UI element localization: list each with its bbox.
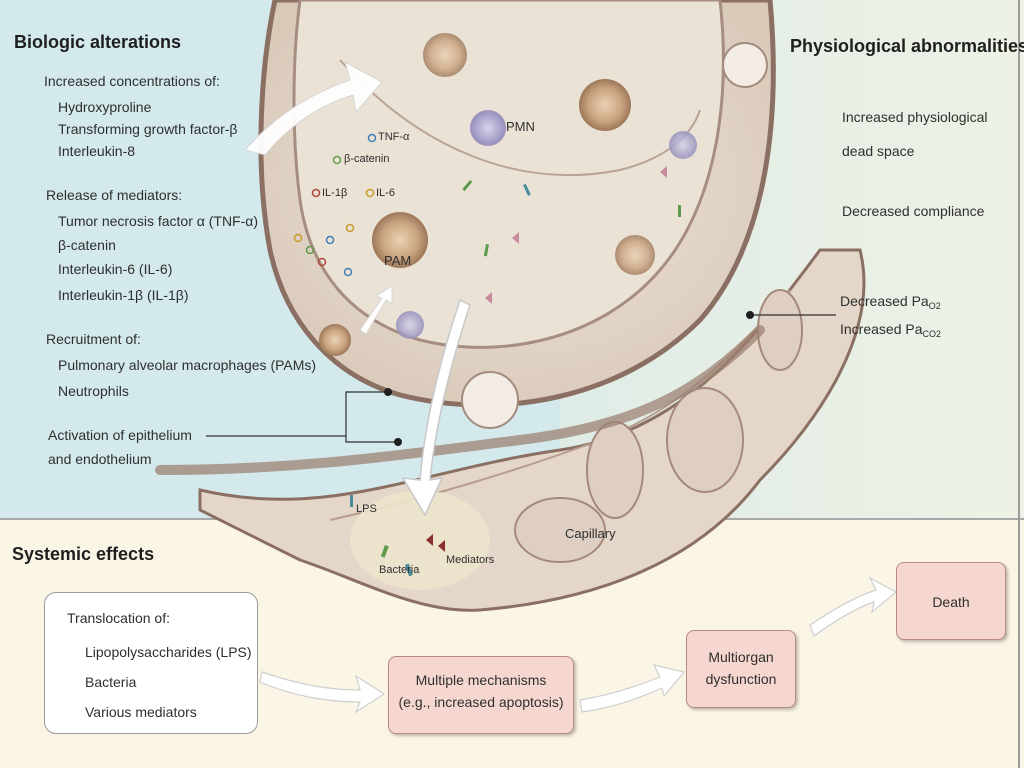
activation-label-line2: and endothelium xyxy=(48,451,152,467)
mediators-heading: Release of mediators: xyxy=(46,187,183,203)
label-pam: PAM xyxy=(384,253,412,268)
decreased-compliance: Decreased compliance xyxy=(842,203,985,219)
systemic-effects-header: Systemic effects xyxy=(12,544,155,564)
biologic-alterations-header: Biologic alterations xyxy=(14,32,182,52)
paco2-prefix: Increased Pa xyxy=(840,321,923,337)
paco2-subnum: 2 xyxy=(936,329,942,339)
physiological-abnormalities-header: Physiological abnormalities xyxy=(790,36,1024,56)
macrophage xyxy=(615,235,655,275)
paco2-sub: CO xyxy=(922,329,937,339)
mediator-particles xyxy=(293,133,681,577)
label-catenin: β-catenin xyxy=(344,153,390,165)
label-il1: IL-1β xyxy=(322,187,348,199)
concentration-item: Transforming growth factor-β xyxy=(58,121,238,137)
pam-arrow xyxy=(359,285,393,335)
translocation-item: Various mediators xyxy=(85,704,197,720)
label-lps: LPS xyxy=(356,503,377,515)
bacteria-pool xyxy=(350,490,490,590)
translocation-box: Translocation of: Lipopolysaccharides (L… xyxy=(44,592,258,734)
macrophage xyxy=(579,79,631,131)
red-blood-cell xyxy=(586,421,644,519)
neutrophil xyxy=(396,311,424,339)
mechanisms-line2: (e.g., increased apoptosis) xyxy=(398,694,564,710)
recruitment-heading: Recruitment of: xyxy=(46,331,141,347)
death-label: Death xyxy=(932,594,970,610)
mediator-item: Tumor necrosis factor α (TNF-α) xyxy=(58,213,259,229)
flow-arrow-1 xyxy=(259,671,386,714)
death-box: Death xyxy=(896,562,1006,640)
multiorgan-line1: Multiorgan xyxy=(708,649,774,665)
multiple-mechanisms-box: Multiple mechanisms (e.g., increased apo… xyxy=(388,656,574,734)
label-mediators: Mediators xyxy=(446,554,495,566)
label-capillary: Capillary xyxy=(565,526,616,541)
increased-paco2: Increased PaCO2 xyxy=(840,320,941,343)
concentration-item: Hydroxyproline xyxy=(58,99,152,115)
macrophage-pam xyxy=(372,212,428,268)
dead-space-line2: dead space xyxy=(842,143,915,159)
mediator-item: Interleukin-1β (IL-1β) xyxy=(58,287,189,303)
pao2-prefix: Decreased Pa xyxy=(840,293,929,309)
translocation-heading: Translocation of: xyxy=(67,610,170,626)
macrophage-migrating xyxy=(319,324,351,356)
pao2-subnum: 2 xyxy=(935,301,941,311)
neutrophil xyxy=(669,131,697,159)
flow-arrow-3 xyxy=(809,576,898,637)
pao2-sub: O xyxy=(928,301,936,311)
red-blood-cell xyxy=(666,387,744,493)
wall-cell xyxy=(461,371,519,429)
mechanisms-line1: Multiple mechanisms xyxy=(415,672,547,688)
leader-lines xyxy=(206,314,836,443)
dead-space-line1: Increased physiological xyxy=(842,109,988,125)
multiorgan-line2: dysfunction xyxy=(705,671,777,687)
recruitment-item: Neutrophils xyxy=(58,383,129,399)
red-blood-cell xyxy=(514,497,606,563)
label-tnf: TNF-α xyxy=(378,131,410,143)
activation-label-line1: Activation of epithelium xyxy=(48,427,192,443)
concentration-item: Interleukin-8 xyxy=(58,143,136,159)
mediator-item: Interleukin-6 (IL-6) xyxy=(58,261,173,277)
decreased-pao2: Decreased PaO2 xyxy=(840,292,941,315)
flow-arrow-2 xyxy=(579,664,686,713)
endothelium-strip xyxy=(155,325,765,475)
translocation-item: Lipopolysaccharides (LPS) xyxy=(85,644,252,660)
multiorgan-dysfunction-box: Multiorgan dysfunction xyxy=(686,630,796,708)
label-il6: IL-6 xyxy=(376,187,395,199)
label-pmn: PMN xyxy=(506,119,535,134)
mediator-item: β-catenin xyxy=(58,237,116,253)
upward-arrow xyxy=(244,61,383,156)
neutrophil-pmn xyxy=(470,110,506,146)
wall-cell xyxy=(722,42,768,88)
macrophage xyxy=(423,33,467,77)
translocation-item: Bacteria xyxy=(85,674,137,690)
downward-arrow xyxy=(401,298,471,517)
label-bacteria: Bacteria xyxy=(379,564,420,576)
recruitment-item: Pulmonary alveolar macrophages (PAMs) xyxy=(58,357,317,373)
concentrations-heading: Increased concentrations of: xyxy=(44,73,220,89)
right-edge-line xyxy=(1018,0,1020,768)
